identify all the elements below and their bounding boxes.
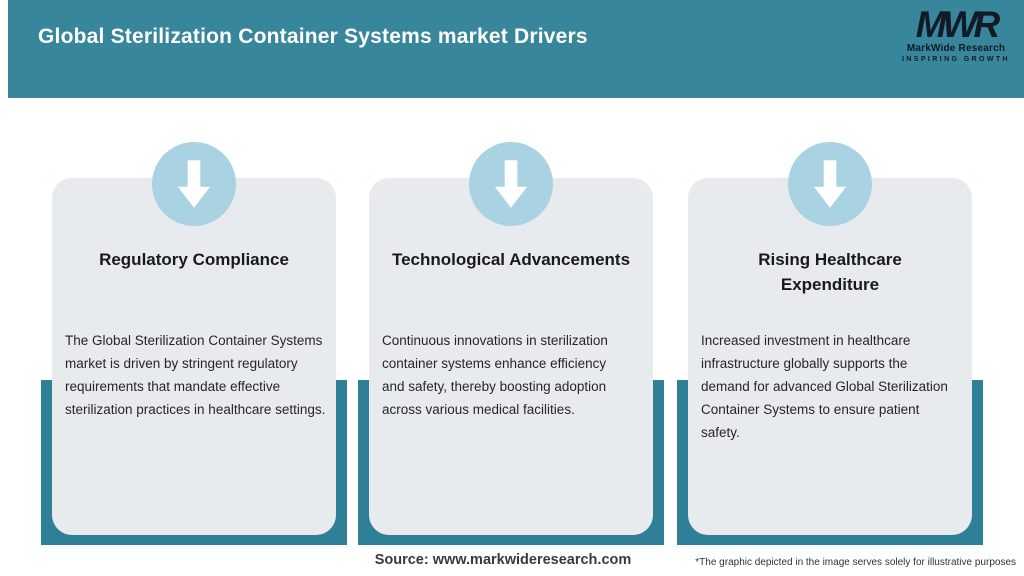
card-face: [52, 178, 336, 535]
card-face: [369, 178, 653, 535]
logo-name: MarkWide Research: [906, 43, 1006, 55]
driver-card-regulatory-compliance: Regulatory Compliance The Global Sterili…: [41, 142, 347, 545]
card-title: Technological Advancements: [391, 250, 631, 269]
logo-tagline: INSPIRING GROWTH: [901, 56, 1010, 64]
down-arrow-icon: [152, 142, 236, 226]
page-title: Global Sterilization Container Systems m…: [38, 25, 588, 48]
markwide-research-logo: MWR MarkWide Research INSPIRING GROWTH: [900, 4, 1012, 64]
disclaimer-text: *The graphic depicted in the image serve…: [695, 557, 1016, 568]
card-body-text: Continuous innovations in sterilization …: [382, 333, 608, 417]
logo-acronym: MWR: [915, 4, 1000, 45]
card-body-text: The Global Sterilization Container Syste…: [65, 333, 326, 417]
driver-card-technological-advancements: Technological Advancements Continuous in…: [358, 142, 664, 545]
down-arrow-icon: [469, 142, 553, 226]
card-face: [688, 178, 972, 535]
down-arrow-icon: [788, 142, 872, 226]
driver-card-rising-healthcare-expenditure: Rising Healthcare Expenditure Increased …: [677, 142, 983, 545]
card-body-text: Increased investment in healthcare infra…: [701, 333, 948, 440]
source-link-text: Source: www.markwideresearch.com: [374, 552, 632, 568]
card-title: Rising Healthcare Expenditure: [758, 250, 902, 294]
header-band: Global Sterilization Container Systems m…: [8, 0, 1024, 98]
card-title: Regulatory Compliance: [99, 250, 289, 269]
